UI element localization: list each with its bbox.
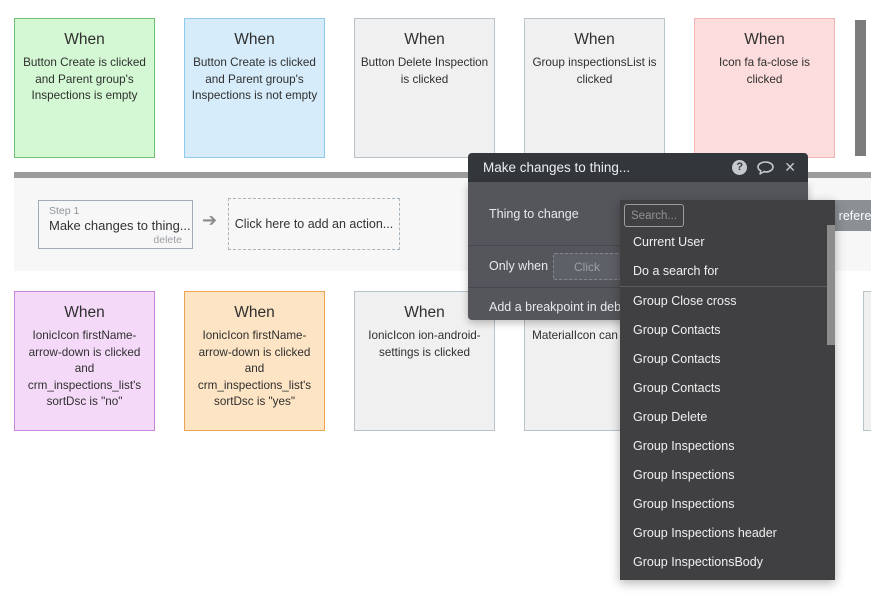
event-card-condition: IonicIcon ion-android-settings is clicke… [368, 329, 481, 359]
arrow-right-icon: ➔ [202, 210, 218, 230]
thing-to-change-label: Thing to change [489, 207, 579, 221]
dropdown-item[interactable]: Do a search for [633, 264, 719, 278]
event-card-title: When [234, 31, 275, 48]
event-card-title: When [744, 31, 785, 48]
scrollbar-thumb[interactable] [827, 225, 835, 345]
dialog-title: Make changes to thing... [483, 160, 631, 175]
event-card-icon-fa-close[interactable]: When Icon fa fa-close is clicked [694, 18, 835, 158]
event-card-sortdsc-yes[interactable]: When IonicIcon firstName-arrow-down is c… [184, 291, 325, 431]
dropdown-item[interactable]: Current User [633, 235, 705, 249]
dropdown-item[interactable]: Group Inspections [633, 468, 735, 482]
event-card-condition: Group inspectionsList is clicked [532, 56, 657, 86]
dropdown-item[interactable]: Group Inspections [633, 439, 735, 453]
dropdown-item[interactable]: Group Contacts [633, 323, 721, 337]
event-card-condition: Icon fa fa-close is clicked [719, 56, 810, 86]
dropdown-item[interactable]: Group InspectionsBody [633, 555, 763, 569]
event-card-title: When [64, 304, 105, 321]
event-card-group-inspectionslist[interactable]: When Group inspectionsList is clicked [524, 18, 665, 158]
step-action-title: Make changes to thing... [49, 218, 191, 233]
strip-top-bar [14, 172, 871, 178]
only-when-label: Only when [489, 259, 549, 273]
event-card-condition: IonicIcon firstName-arrow-down is clicke… [27, 329, 142, 409]
event-card-partial-top-right[interactable] [855, 20, 866, 156]
dropdown-item[interactable]: Group Contacts [633, 352, 721, 366]
dropdown-divider [620, 286, 835, 287]
dropdown-item[interactable]: Group Contacts [633, 381, 721, 395]
event-card-title: When [404, 31, 445, 48]
event-card-sortdsc-no[interactable]: When IonicIcon firstName-arrow-down is c… [14, 291, 155, 431]
close-icon[interactable]: ✕ [784, 159, 796, 175]
search-input[interactable] [624, 204, 684, 227]
breakpoint-link[interactable]: Add a breakpoint in deb [489, 300, 622, 314]
dropdown-item[interactable]: Group Close cross [633, 294, 737, 308]
only-when-input[interactable]: Click [553, 253, 621, 280]
event-card-button-delete-inspection[interactable]: When Button Delete Inspection is clicked [354, 18, 495, 158]
event-card-condition: Button Create is clicked and Parent grou… [191, 56, 318, 103]
event-card-title: When [404, 304, 445, 321]
event-card-button-create-empty[interactable]: When Button Create is clicked and Parent… [14, 18, 155, 158]
thing-to-change-dropdown: Current User Do a search for Group Close… [620, 200, 835, 580]
event-card-condition: IonicIcon firstName-arrow-down is clicke… [197, 329, 312, 409]
comment-icon[interactable] [757, 160, 775, 175]
dropdown-item[interactable]: Group Inspections header [633, 526, 777, 540]
add-action-button[interactable]: Click here to add an action... [228, 198, 400, 250]
step-1-action-box[interactable]: Step 1 Make changes to thing... delete [38, 200, 193, 249]
dropdown-list: Current User Do a search for Group Close… [620, 228, 835, 577]
delete-action-link[interactable]: delete [153, 234, 182, 246]
event-card-button-create-not-empty[interactable]: When Button Create is clicked and Parent… [184, 18, 325, 158]
event-card-title: When [64, 31, 105, 48]
step-number-label: Step 1 [49, 205, 80, 217]
dropdown-item[interactable]: Group Delete [633, 410, 708, 424]
help-icon[interactable]: ? [732, 160, 748, 175]
event-card-condition: Button Delete Inspection is clicked [360, 56, 489, 86]
dropdown-item[interactable]: Group Inspections [633, 497, 735, 511]
event-card-partial-bottom-right[interactable] [863, 291, 871, 431]
event-card-title: When [234, 304, 275, 321]
event-card-condition: Button Create is clicked and Parent grou… [23, 56, 146, 103]
event-card-title: When [574, 31, 615, 48]
dialog-header[interactable]: Make changes to thing... ? ✕ [468, 153, 808, 182]
